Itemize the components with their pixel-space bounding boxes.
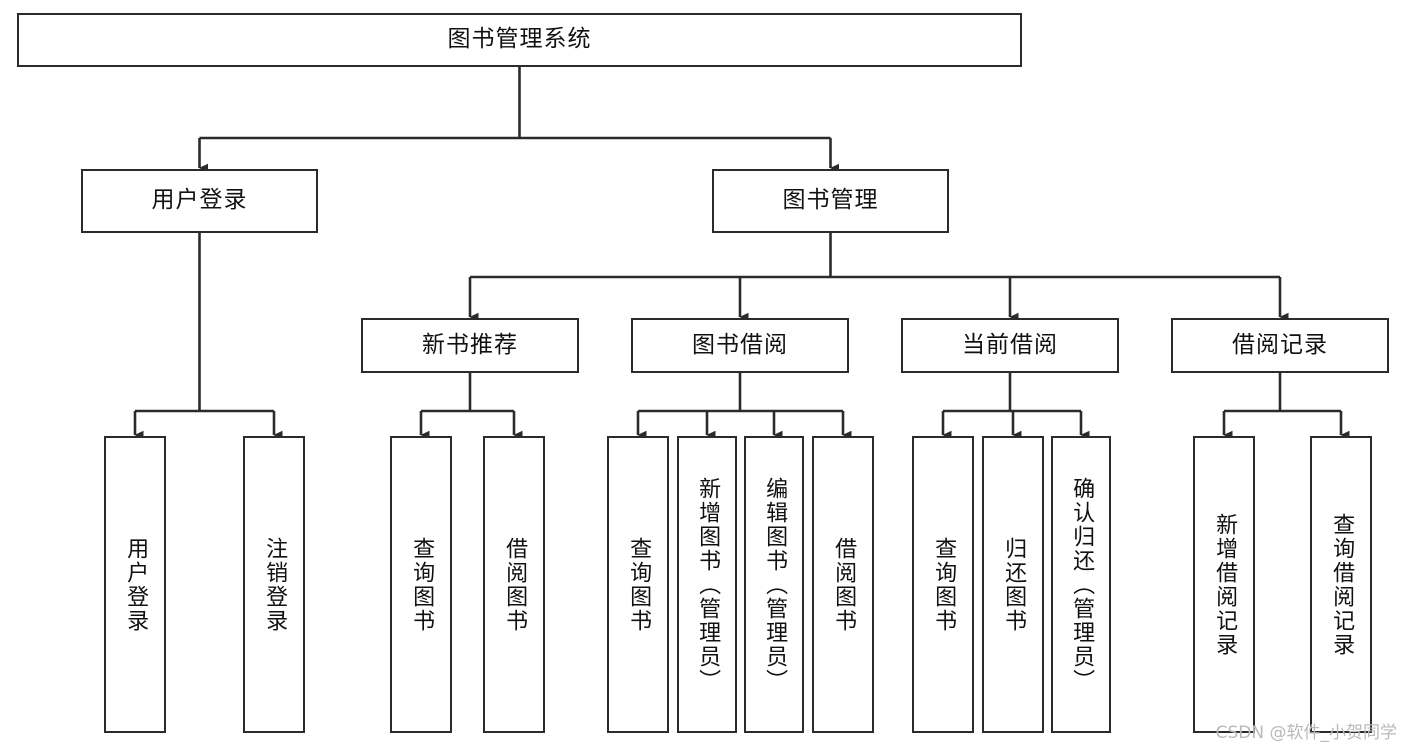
node-label: 借阅图书 [831, 536, 857, 633]
node-book-borrow[interactable]: 图书借阅 [631, 318, 849, 373]
node-label: 当前借阅 [962, 331, 1058, 358]
node-leaf-rec-add[interactable]: 新增借阅记录 [1193, 436, 1255, 733]
node-label: 用户登录 [151, 187, 248, 214]
node-label: 新增借阅记录 [1212, 512, 1238, 657]
node-label: 新增图书（管理员） [695, 476, 721, 693]
watermark-text: CSDN @软件_小贺同学 [1215, 723, 1397, 743]
node-label: 图书借阅 [692, 331, 788, 358]
node-label: 新书推荐 [422, 331, 518, 358]
node-label: 归还图书 [1001, 536, 1027, 633]
node-book-manage[interactable]: 图书管理 [712, 169, 949, 233]
node-label: 借阅图书 [502, 536, 528, 633]
node-label: 查询图书 [409, 536, 435, 633]
node-label: 借阅记录 [1232, 331, 1328, 358]
node-leaf-borrow-add[interactable]: 新增图书（管理员） [677, 436, 737, 733]
node-leaf-borrow-query[interactable]: 查询图书 [607, 436, 669, 733]
node-leaf-user-login[interactable]: 用户登录 [104, 436, 166, 733]
node-label: 查询图书 [626, 536, 652, 633]
node-label: 编辑图书（管理员） [762, 476, 788, 693]
node-leaf-logout[interactable]: 注销登录 [243, 436, 305, 733]
node-new-book-rec[interactable]: 新书推荐 [361, 318, 579, 373]
node-label: 图书管理 [782, 187, 879, 214]
node-leaf-rec-query[interactable]: 查询图书 [390, 436, 452, 733]
node-leaf-borrow-lend[interactable]: 借阅图书 [812, 436, 874, 733]
node-leaf-cur-query[interactable]: 查询图书 [912, 436, 974, 733]
node-current-borrow[interactable]: 当前借阅 [901, 318, 1119, 373]
node-user-login[interactable]: 用户登录 [81, 169, 318, 233]
node-leaf-borrow-edit[interactable]: 编辑图书（管理员） [744, 436, 804, 733]
node-leaf-cur-return[interactable]: 归还图书 [982, 436, 1044, 733]
node-leaf-rec-borrow[interactable]: 借阅图书 [483, 436, 545, 733]
node-label: 确认归还（管理员） [1069, 476, 1095, 693]
node-label: 查询借阅记录 [1329, 512, 1355, 657]
node-leaf-rec-query-record[interactable]: 查询借阅记录 [1310, 436, 1372, 733]
node-label: 图书管理系统 [447, 26, 592, 53]
node-borrow-record[interactable]: 借阅记录 [1171, 318, 1389, 373]
node-label: 查询图书 [931, 536, 957, 633]
node-label: 用户登录 [123, 536, 149, 633]
node-root[interactable]: 图书管理系统 [17, 13, 1022, 67]
node-leaf-cur-confirm[interactable]: 确认归还（管理员） [1051, 436, 1111, 733]
node-label: 注销登录 [262, 536, 288, 633]
